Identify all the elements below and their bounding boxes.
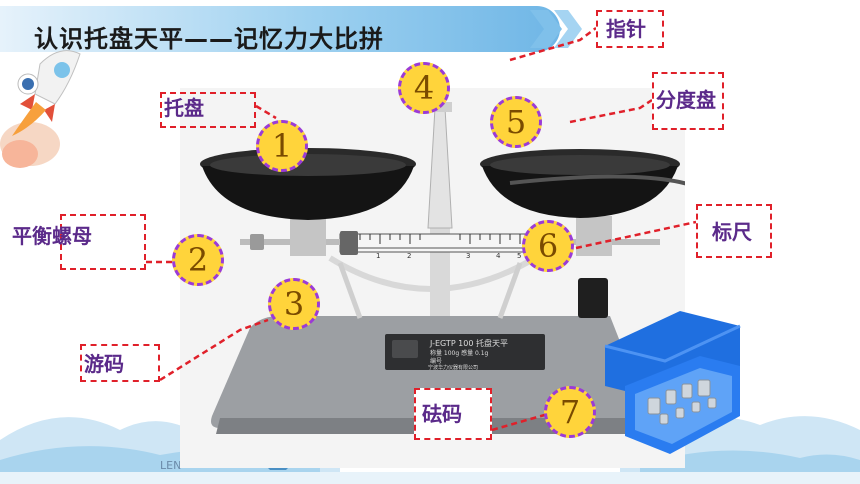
number-marker-2: 2 <box>172 234 224 286</box>
label-box-pointer <box>596 10 664 48</box>
rocket-mascot-icon <box>0 50 81 168</box>
label-box-ruler <box>696 204 772 258</box>
page-title: 认识托盘天平——记忆力大比拼 <box>34 25 384 53</box>
label-weights: 砝码 <box>422 402 462 426</box>
scenery-text: LEN <box>160 459 182 472</box>
label-pan: 托盘 <box>164 96 204 120</box>
ruler-tick-1: 1 <box>376 252 380 260</box>
ruler-tick-2: 2 <box>407 252 411 260</box>
chevron-right-icon <box>530 10 582 48</box>
label-pointer: 指针 <box>606 17 646 41</box>
label-box-rider <box>80 344 160 382</box>
label-box-pan <box>160 92 256 128</box>
label-box-dial <box>652 72 724 130</box>
number-marker-4: 4 <box>398 62 450 114</box>
label-dial: 分度盘 <box>656 88 716 112</box>
label-balance-nut: 平衡螺母 <box>12 224 92 248</box>
label-ruler: 标尺 <box>712 220 752 244</box>
plate-text-line3: 编号 <box>430 357 442 365</box>
ruler-tick-3: 3 <box>466 252 470 260</box>
title-banner: 认识托盘天平——记忆力大比拼 <box>0 6 560 53</box>
number-marker-3: 3 <box>268 278 320 330</box>
label-rider: 游码 <box>84 352 124 376</box>
number-marker-1: 1 <box>256 120 308 172</box>
number-marker-6: 6 <box>522 220 574 272</box>
ruler-tick-5: 5 <box>517 252 521 260</box>
plate-text-line4: 宁波华力仪器有限公司 <box>428 364 478 371</box>
ruler-tick-4: 4 <box>496 252 501 260</box>
tray-balance-image: J-EGTP 100 托盘天平 称量 100g 感量 0.1g 编号 宁波华力仪… <box>200 102 685 434</box>
label-box-balance-nut <box>60 214 146 270</box>
plate-text-line2: 称量 100g 感量 0.1g <box>430 349 489 357</box>
weights-box-image <box>604 311 741 454</box>
number-marker-5: 5 <box>490 96 542 148</box>
number-marker-7: 7 <box>544 386 596 438</box>
plate-text-line1: J-EGTP 100 托盘天平 <box>429 338 508 348</box>
label-box-weights <box>414 388 492 440</box>
